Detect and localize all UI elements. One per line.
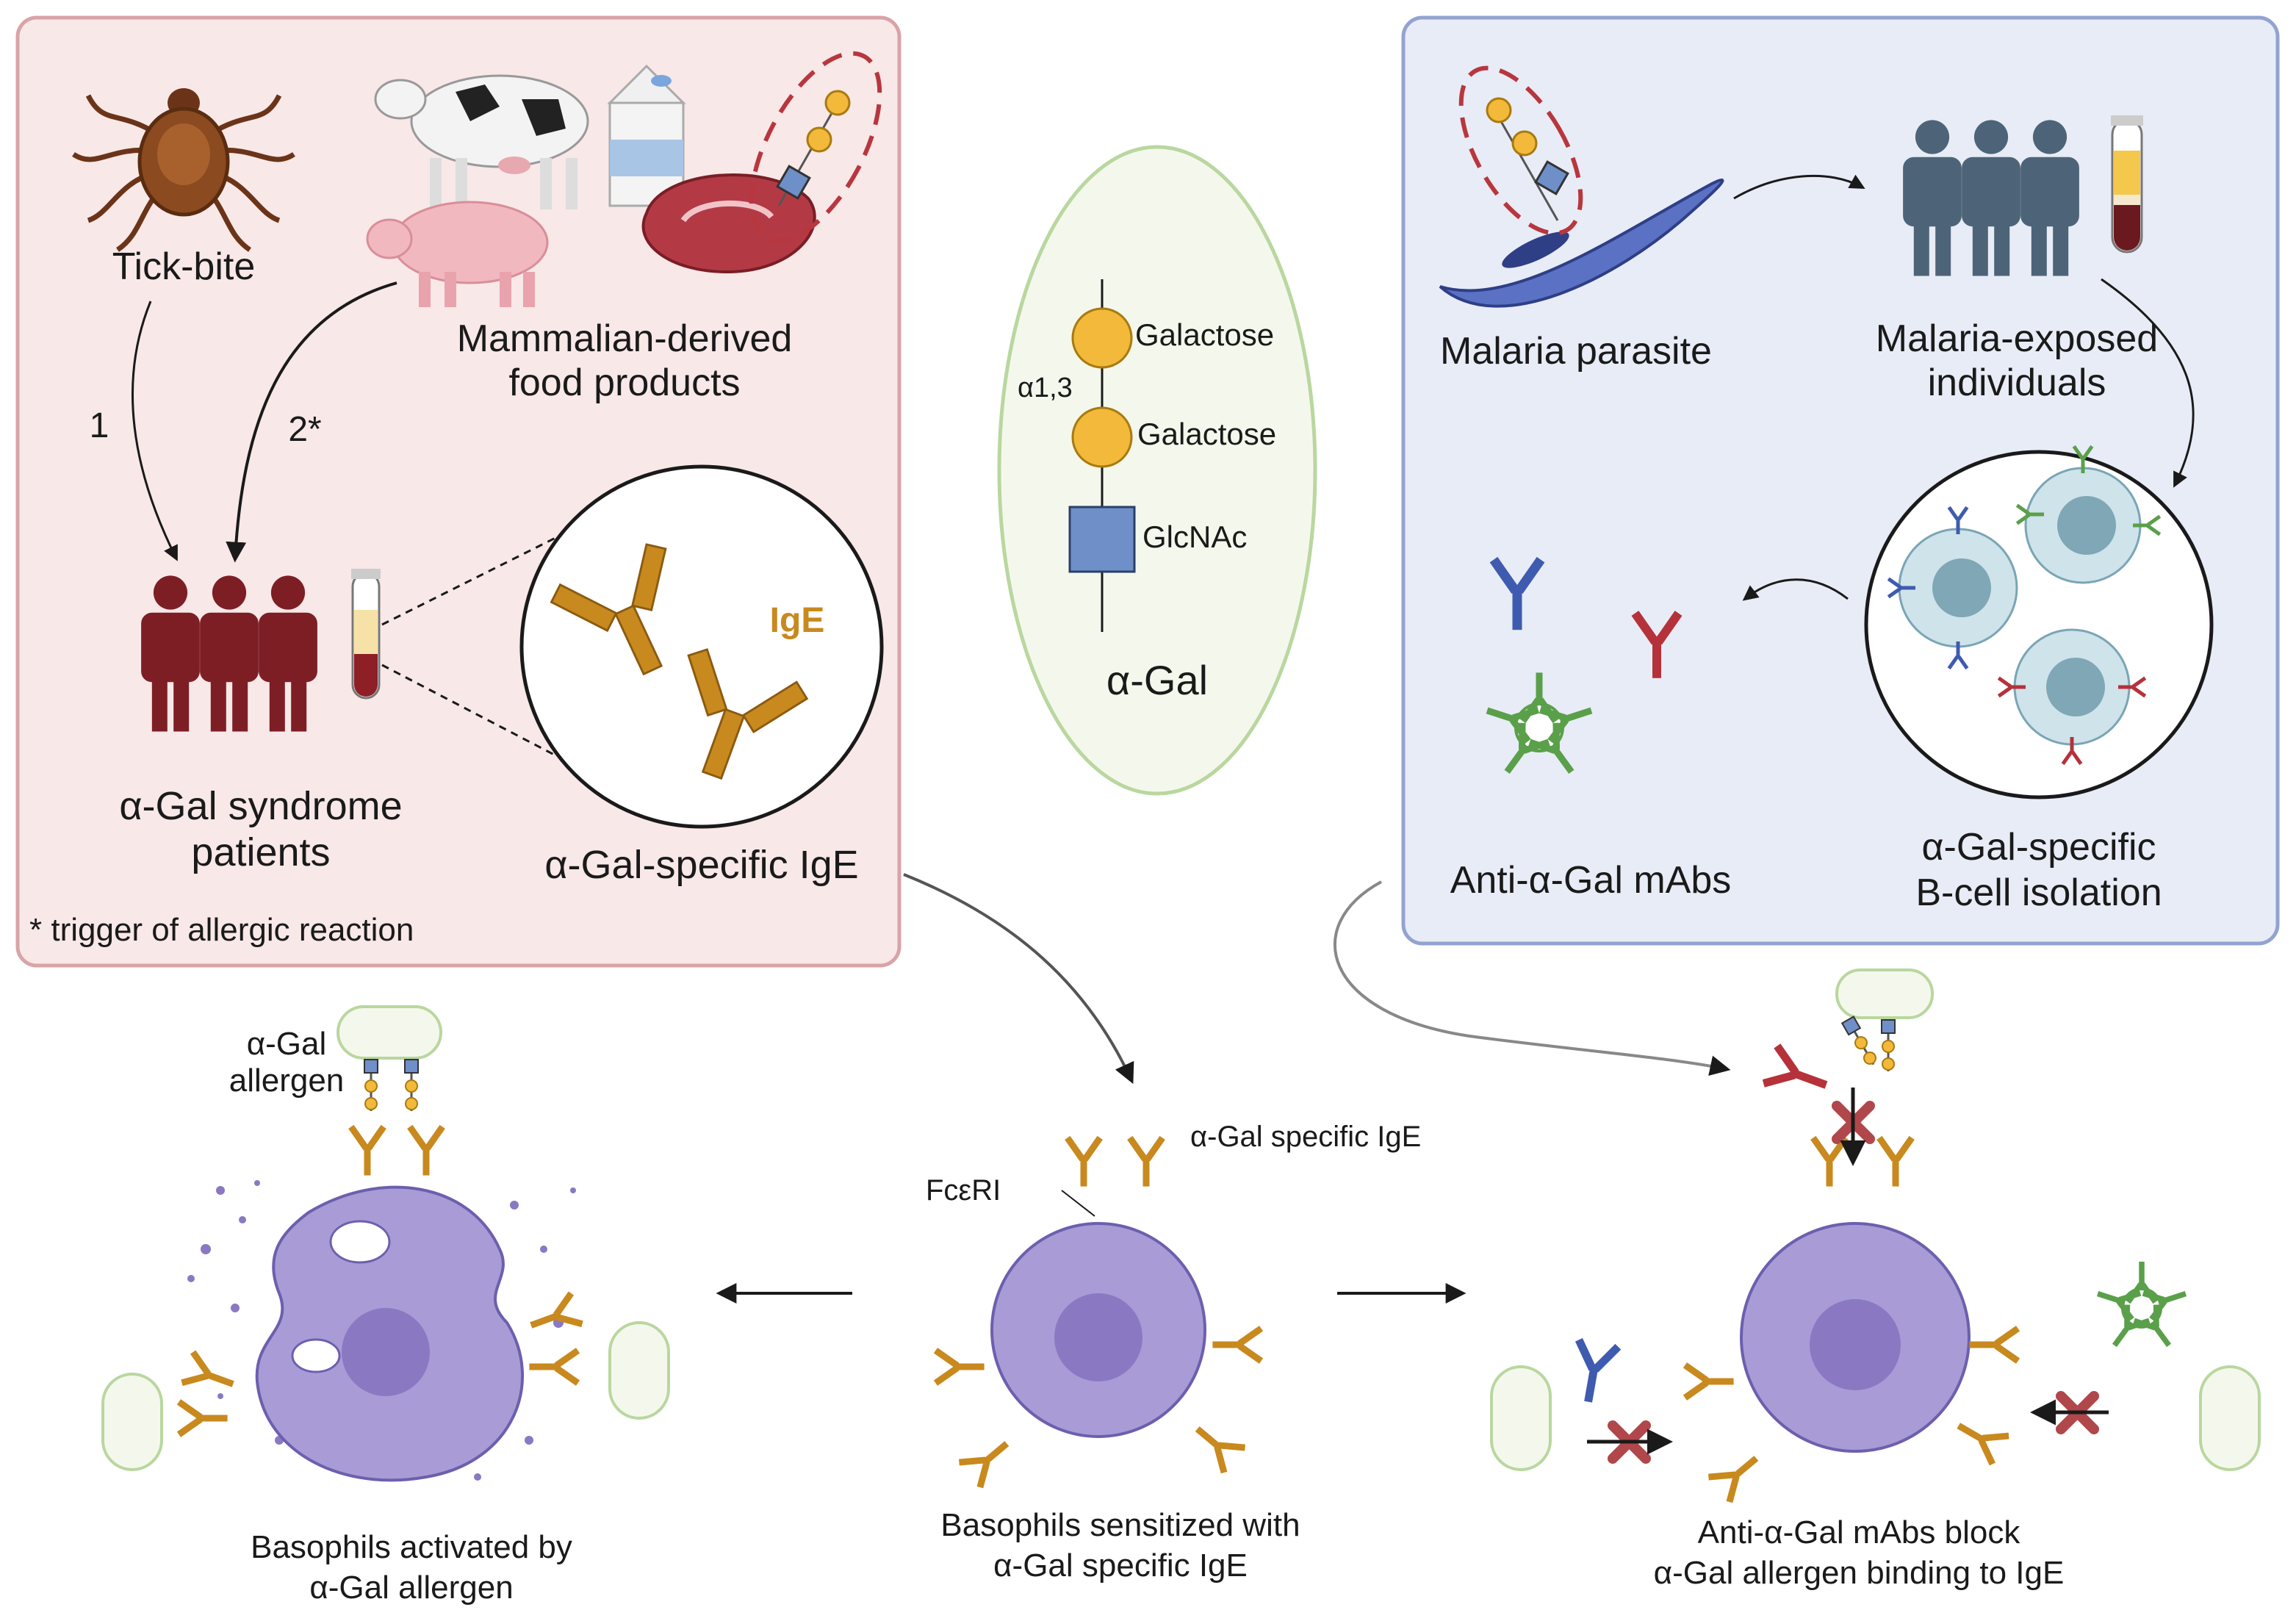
allergen-bead-left <box>101 1373 163 1471</box>
allergen-bead-right <box>608 1321 670 1420</box>
meat-glycan <box>749 51 882 243</box>
blood-sample-tube-icon <box>2111 115 2143 254</box>
blocked-basophil-nucleus <box>1810 1299 1901 1390</box>
arrow-individuals-to-isolation <box>2101 278 2195 488</box>
food-label-line2: food products <box>508 362 740 404</box>
malaria-parasite-icon <box>1439 65 1724 308</box>
mab-igm-green-icon <box>1481 672 1597 783</box>
pig-icon <box>366 201 549 307</box>
tick-bite-label: Tick-bite <box>112 245 256 288</box>
block-label-line2: α-Gal allergen binding to IgE <box>1654 1555 2065 1591</box>
allergen-label-line1: α-Gal <box>247 1026 327 1062</box>
b-cell-red <box>2013 628 2131 746</box>
blocked-allergen-bead-right <box>2199 1365 2261 1471</box>
zoom-line-bottom <box>381 664 559 758</box>
blocked-allergen-bead-top <box>1835 968 1934 1073</box>
patients-label-line1: α-Gal syndrome <box>119 784 402 828</box>
isolation-label-line2: B-cell isolation <box>1915 871 2162 914</box>
allergen-glycans <box>363 1058 420 1113</box>
arrow-isolation-to-mabs <box>1742 578 1849 601</box>
allergen-bead-top <box>337 1005 442 1060</box>
galactose-2-label: Galactose <box>1137 417 1276 451</box>
blocked-mab-igm-green <box>2092 1262 2191 1355</box>
galactose-1-icon <box>1071 307 1133 369</box>
arrow-1-label: 1 <box>90 406 109 445</box>
b-cell-green <box>2024 467 2142 584</box>
galactose-1-label: Galactose <box>1135 317 1274 352</box>
arrow-food-to-patients <box>226 281 397 563</box>
food-label-line1: Mammalian-derived <box>457 317 793 360</box>
arrow-parasite-to-individuals <box>1733 174 1865 200</box>
arrow-mabs-to-block <box>1333 880 1731 1077</box>
meat-icon <box>641 173 816 274</box>
footnote: * trigger of allergic reaction <box>29 912 414 948</box>
exposed-label-line1: Malaria-exposed <box>1876 317 2158 360</box>
cow-icon <box>374 74 589 209</box>
malaria-parasite-label: Malaria parasite <box>1440 330 1712 373</box>
right-panel <box>1401 15 2280 946</box>
fceri-pointer <box>1061 1190 1095 1217</box>
sensitized-label-line2: α-Gal specific IgE <box>993 1548 1248 1584</box>
galactose-2-icon <box>1071 406 1133 468</box>
alpha-gal-ellipse <box>997 145 1317 796</box>
mabs-label: Anti-α-Gal mAbs <box>1450 859 1732 902</box>
arrow-tick-to-patients <box>132 301 178 561</box>
blood-tube-icon <box>351 569 381 700</box>
sensitized-basophil-nucleus <box>1054 1293 1142 1381</box>
ige-caption: α-Gal-specific IgE <box>544 843 858 887</box>
activated-label-line1: Basophils activated by <box>251 1529 572 1565</box>
block-label-line1: Anti-α-Gal mAbs block <box>1698 1514 2021 1550</box>
patients-label-line2: patients <box>191 830 330 874</box>
allergen-label-line2: allergen <box>229 1063 345 1099</box>
activated-basophil-nucleus <box>342 1308 430 1396</box>
b-cell-blue <box>1898 528 2018 648</box>
tick-icon <box>72 88 295 252</box>
blocked-mab-red <box>1760 1042 1835 1107</box>
zoom-line-top <box>381 535 559 626</box>
specific-ige-label: α-Gal specific IgE <box>1190 1121 1421 1153</box>
arrow-ige-to-sensitized <box>903 873 1134 1085</box>
granule-vesicle-1 <box>329 1220 391 1264</box>
alpha-gal-title: α-Gal <box>1106 657 1208 703</box>
blocked-mab-blue <box>1565 1337 1622 1406</box>
exposed-label-line2: individuals <box>1928 362 2106 404</box>
granule-vesicle-2 <box>291 1338 341 1373</box>
fceri-label: FcεRI <box>926 1174 1001 1207</box>
sensitized-label-line1: Basophils sensitized with <box>940 1507 1300 1543</box>
blocked-allergen-bead-left <box>1490 1365 1552 1471</box>
glcnac-label: GlcNAc <box>1142 520 1247 554</box>
ige-zoom-circle <box>519 464 884 829</box>
isolation-label-line1: α-Gal-specific <box>1921 826 2156 869</box>
glcnac-icon <box>1068 506 1136 573</box>
activated-label-line2: α-Gal allergen <box>309 1570 513 1606</box>
linkage-label: α1,3 <box>1018 373 1073 403</box>
ige-circle-label: IgE <box>770 601 825 640</box>
arrow-2-label: 2* <box>288 410 321 449</box>
